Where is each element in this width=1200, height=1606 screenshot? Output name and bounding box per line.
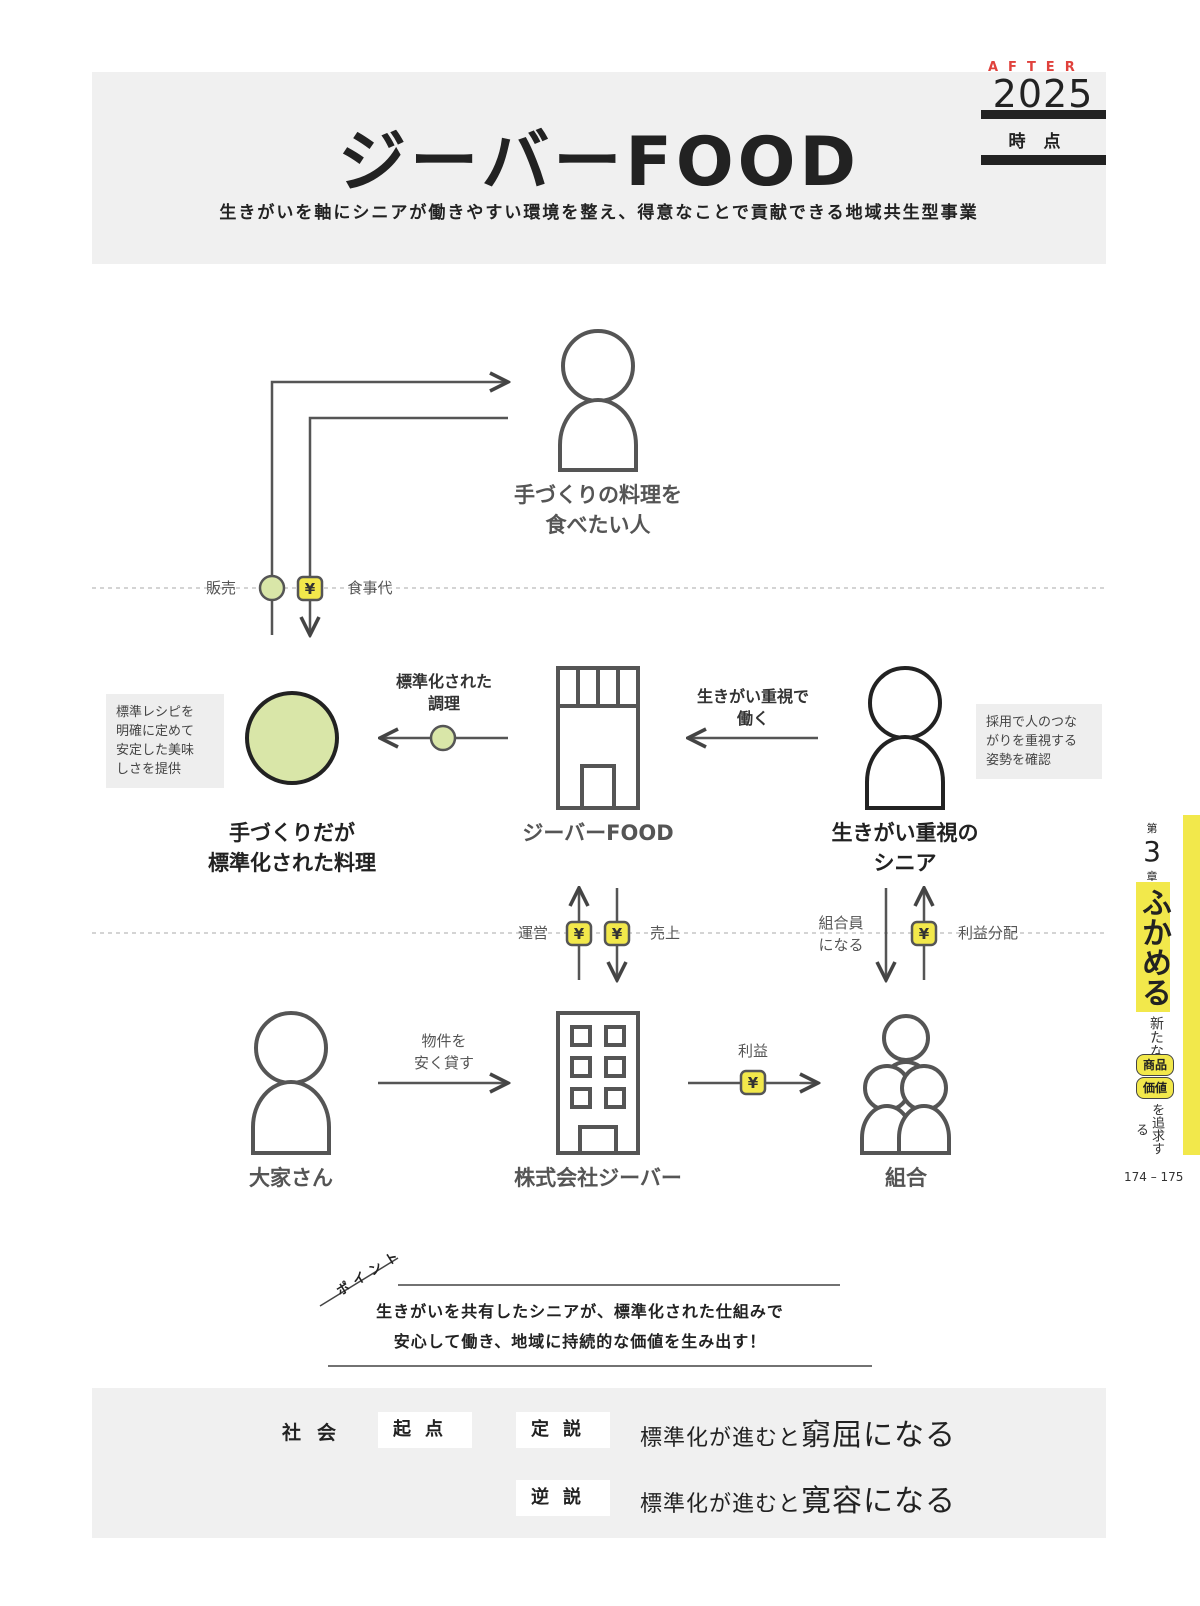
profit-label: 利益 — [737, 1042, 768, 1060]
society-label: 社会 — [282, 1422, 353, 1444]
chapter-tab — [1183, 815, 1200, 1155]
thesis-statement: 標準化が進むと窮屈になる — [640, 1410, 956, 1454]
point-frame — [319, 1257, 872, 1367]
dish-label: 手づくりだが 標準化された料理 — [208, 821, 376, 875]
union-label: 組合 — [885, 1166, 927, 1190]
thesis-box: 定説 — [516, 1412, 610, 1448]
chapter-title: ふかめる — [1136, 882, 1171, 1012]
origin-box: 起点 — [378, 1412, 472, 1448]
svg-text:¥: ¥ — [748, 1074, 759, 1092]
chapter-desc-top: 新たな — [1148, 1016, 1164, 1058]
product-token-icon — [258, 574, 286, 602]
thesis-suffix: になる — [863, 1418, 957, 1453]
antithesis-word: 寛容 — [801, 1484, 864, 1519]
senior-person-icon — [865, 666, 945, 810]
work-label: 生きがい重視で 働く — [696, 687, 809, 728]
antithesis-prefix: 標準化が進むと — [640, 1492, 802, 1517]
after-bar-bottom — [981, 155, 1106, 165]
sale-label: 販売 — [205, 579, 236, 597]
chapter-desc-bottom: を追求する — [1133, 1103, 1164, 1155]
page-numbers: 174 – 175 — [1124, 1170, 1184, 1184]
yen-icon: ¥ — [910, 920, 938, 947]
cooking-label: 標準化された 調理 — [395, 672, 492, 713]
svg-text:¥: ¥ — [574, 925, 585, 943]
after-bar-top — [981, 110, 1106, 119]
product-token-icon — [429, 724, 457, 752]
point-label: ポイント — [334, 1246, 407, 1300]
hiring-note: 採用で人のつな がりを重視する 姿勢を確認 — [976, 704, 1102, 779]
chapter-box-value: 価値 — [1136, 1077, 1174, 1099]
sales-label: 売上 — [649, 924, 680, 942]
svg-text:¥: ¥ — [612, 925, 623, 943]
after-point: 時点 — [1008, 132, 1079, 152]
svg-text:¥: ¥ — [919, 925, 930, 943]
chapter-box-product: 商品 — [1136, 1054, 1174, 1076]
point-line-2: 安心して働き、地域に持続的な価値を生み出す！ — [393, 1332, 767, 1351]
chapter-suffix: 章 — [1146, 870, 1158, 883]
after-label: AFTER — [988, 60, 1085, 75]
antithesis-suffix: になる — [863, 1484, 957, 1519]
landlord-label: 大家さん — [249, 1166, 333, 1190]
recipe-note: 標準レシピを 明確に定めて 安定した美味 しさを提供 — [106, 694, 224, 788]
header-panel: ジーバーFOOD 生きがいを軸にシニアが働きやすい環境を整え、得意なことで貢献で… — [92, 72, 1106, 264]
thesis-prefix: 標準化が進むと — [640, 1426, 802, 1451]
svg-text:¥: ¥ — [305, 580, 316, 598]
sale-flow-line — [270, 382, 508, 635]
page-subtitle: 生きがいを軸にシニアが働きやすい環境を整え、得意なことで貢献できる地域共生型事業 — [219, 203, 979, 223]
yen-icon: ¥ — [296, 575, 324, 602]
page-title: ジーバーFOOD — [338, 123, 860, 202]
chapter-prefix: 第 — [1146, 822, 1158, 835]
yen-icon: ¥ — [565, 920, 593, 947]
meal-fee-flow-line — [310, 416, 508, 635]
lease-label: 物件を 安く貸す — [413, 1032, 474, 1072]
after-year: 2025 — [992, 72, 1094, 116]
point-line-1: 生きがいを共有したシニアが、標準化された仕組みで — [376, 1302, 784, 1321]
consumer-person-icon — [558, 329, 638, 472]
dish-icon — [245, 691, 339, 785]
consumer-label: 手づくりの料理を 食べたい人 — [514, 483, 682, 537]
member-label: 組合員 になる — [818, 914, 864, 954]
yen-icon: ¥ — [603, 920, 631, 947]
union-group-icon — [860, 1014, 951, 1155]
antithesis-statement: 標準化が進むと寛容になる — [640, 1476, 956, 1520]
yen-icon: ¥ — [739, 1069, 767, 1096]
antithesis-box: 逆説 — [516, 1480, 610, 1516]
office-building-icon — [556, 1011, 640, 1155]
chapter-number: 3 — [1143, 835, 1161, 868]
shop-building-icon — [556, 666, 640, 810]
gba-food-label: ジーバーFOOD — [522, 821, 674, 845]
profit-share-label: 利益分配 — [957, 924, 1018, 942]
meal-fee-label: 食事代 — [347, 579, 393, 597]
landlord-person-icon — [251, 1011, 331, 1155]
company-label: 株式会社ジーバー — [514, 1166, 682, 1190]
senior-label: 生きがい重視の シニア — [831, 821, 979, 875]
operation-label: 運営 — [517, 924, 548, 942]
thesis-word: 窮屈 — [801, 1418, 864, 1453]
